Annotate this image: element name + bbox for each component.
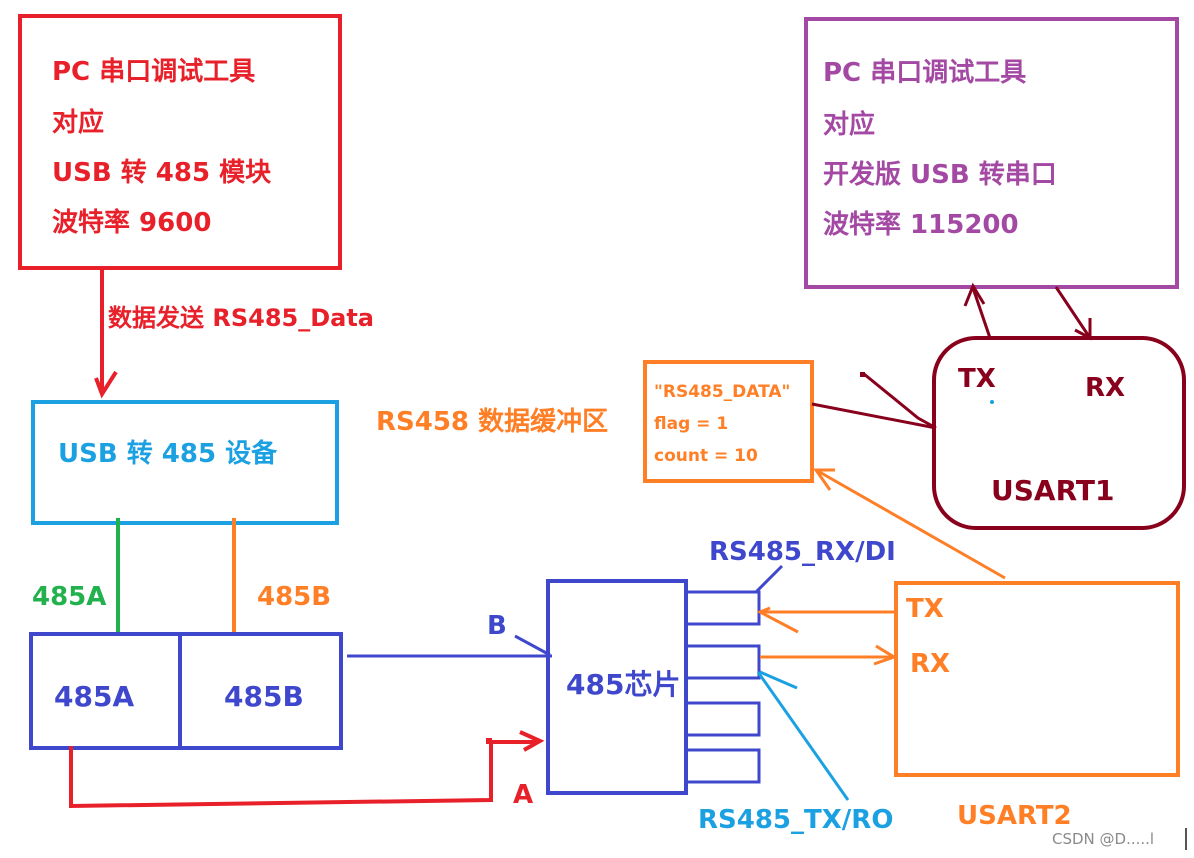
usart1-pc-links bbox=[963, 282, 1092, 341]
usb485-device-frame bbox=[31, 400, 339, 525]
chip-pin-2 bbox=[686, 644, 761, 680]
send-label: 数据发送 RS485_Data bbox=[108, 304, 374, 332]
buffer-line3: count = 10 bbox=[654, 446, 758, 466]
wire-label-b: B bbox=[487, 611, 507, 641]
pc-tool-485-line3: USB 转 485 模块 bbox=[52, 158, 271, 188]
buffer-box: "RS485_DATA" flag = 1 count = 10 bbox=[643, 360, 814, 483]
pc-tool-usart-box: PC 串口调试工具 对应 开发版 USB 转串口 波特率 115200 bbox=[804, 17, 1179, 289]
buffer-title: RS458 数据缓冲区 bbox=[376, 406, 608, 437]
usart2-box: TX RX bbox=[894, 581, 1180, 777]
wire-label-485a: 485A bbox=[32, 582, 106, 612]
usart1-tx-label: TX bbox=[958, 364, 996, 394]
pc-tool-485-line2: 对应 bbox=[52, 107, 104, 138]
pin-label-rx-di: RS485_RX/DI bbox=[709, 537, 896, 567]
chip-label: 485芯片 bbox=[566, 668, 680, 701]
chip-pins bbox=[686, 590, 761, 784]
usart1-frame bbox=[932, 336, 1186, 530]
wire-label-a: A bbox=[513, 780, 533, 810]
buffer-line1: "RS485_DATA" bbox=[654, 382, 790, 402]
rs485-chip: 485芯片 bbox=[546, 579, 761, 795]
pin-label-tx-ro: RS485_TX/RO bbox=[698, 805, 893, 835]
pin-tx-ro-pointer bbox=[756, 671, 850, 801]
wire-label-485b: 485B bbox=[257, 582, 331, 612]
buffer-frame bbox=[643, 360, 814, 483]
wire-b-pointer bbox=[514, 634, 551, 657]
terminal-frame bbox=[29, 632, 343, 750]
usart2-to-buffer-arrow bbox=[813, 468, 1006, 580]
pc-tool-485-line1: PC 串口调试工具 bbox=[52, 57, 255, 87]
pc-tool-usart-line2: 对应 bbox=[823, 109, 875, 140]
wire-a-red bbox=[69, 730, 545, 809]
pc-tool-usart-frame bbox=[804, 17, 1179, 289]
usart2-name: USART2 bbox=[957, 801, 1072, 831]
pc-tool-usart-line3: 开发版 USB 转串口 bbox=[823, 159, 1057, 190]
buffer-line2: flag = 1 bbox=[654, 414, 728, 434]
chip-pin-4 bbox=[686, 748, 761, 784]
usart1-box: TX RX USART1 bbox=[932, 336, 1186, 530]
usart2-links bbox=[756, 606, 898, 666]
usb485-device-box: USB 转 485 设备 bbox=[31, 400, 339, 525]
pc-tool-485-frame bbox=[18, 14, 342, 270]
chip-pin-3 bbox=[686, 701, 761, 737]
pc-tool-usart-line1: PC 串口调试工具 bbox=[823, 58, 1026, 88]
pin-rx-di-pointer bbox=[754, 564, 784, 594]
usart2-tx-label: TX bbox=[906, 594, 944, 624]
send-arrow bbox=[94, 268, 118, 399]
usart2-frame bbox=[894, 581, 1180, 777]
pin-tx-ro-tick bbox=[759, 670, 798, 690]
terminal-block: 485A 485B bbox=[29, 632, 343, 750]
usart1-name: USART1 bbox=[991, 474, 1114, 507]
pc-tool-485-box: PC 串口调试工具 对应 USB 转 485 模块 波特率 9600 bbox=[18, 14, 342, 270]
buffer-to-usart1-arrow bbox=[811, 372, 937, 430]
usart2-rx-label: RX bbox=[910, 649, 950, 679]
usb485-device-label: USB 转 485 设备 bbox=[58, 439, 278, 469]
terminal-485a-label: 485A bbox=[54, 680, 134, 713]
usart1-dot bbox=[990, 400, 994, 404]
watermark: CSDN @D.....l bbox=[1052, 830, 1154, 848]
chip-pin-1 bbox=[686, 590, 761, 626]
terminal-485b-label: 485B bbox=[224, 680, 304, 713]
pc-tool-485-line4: 波特率 9600 bbox=[52, 207, 211, 238]
usart1-rx-label: RX bbox=[1085, 373, 1125, 403]
chip-frame bbox=[546, 579, 688, 795]
pc-tool-usart-line4: 波特率 115200 bbox=[823, 209, 1019, 240]
